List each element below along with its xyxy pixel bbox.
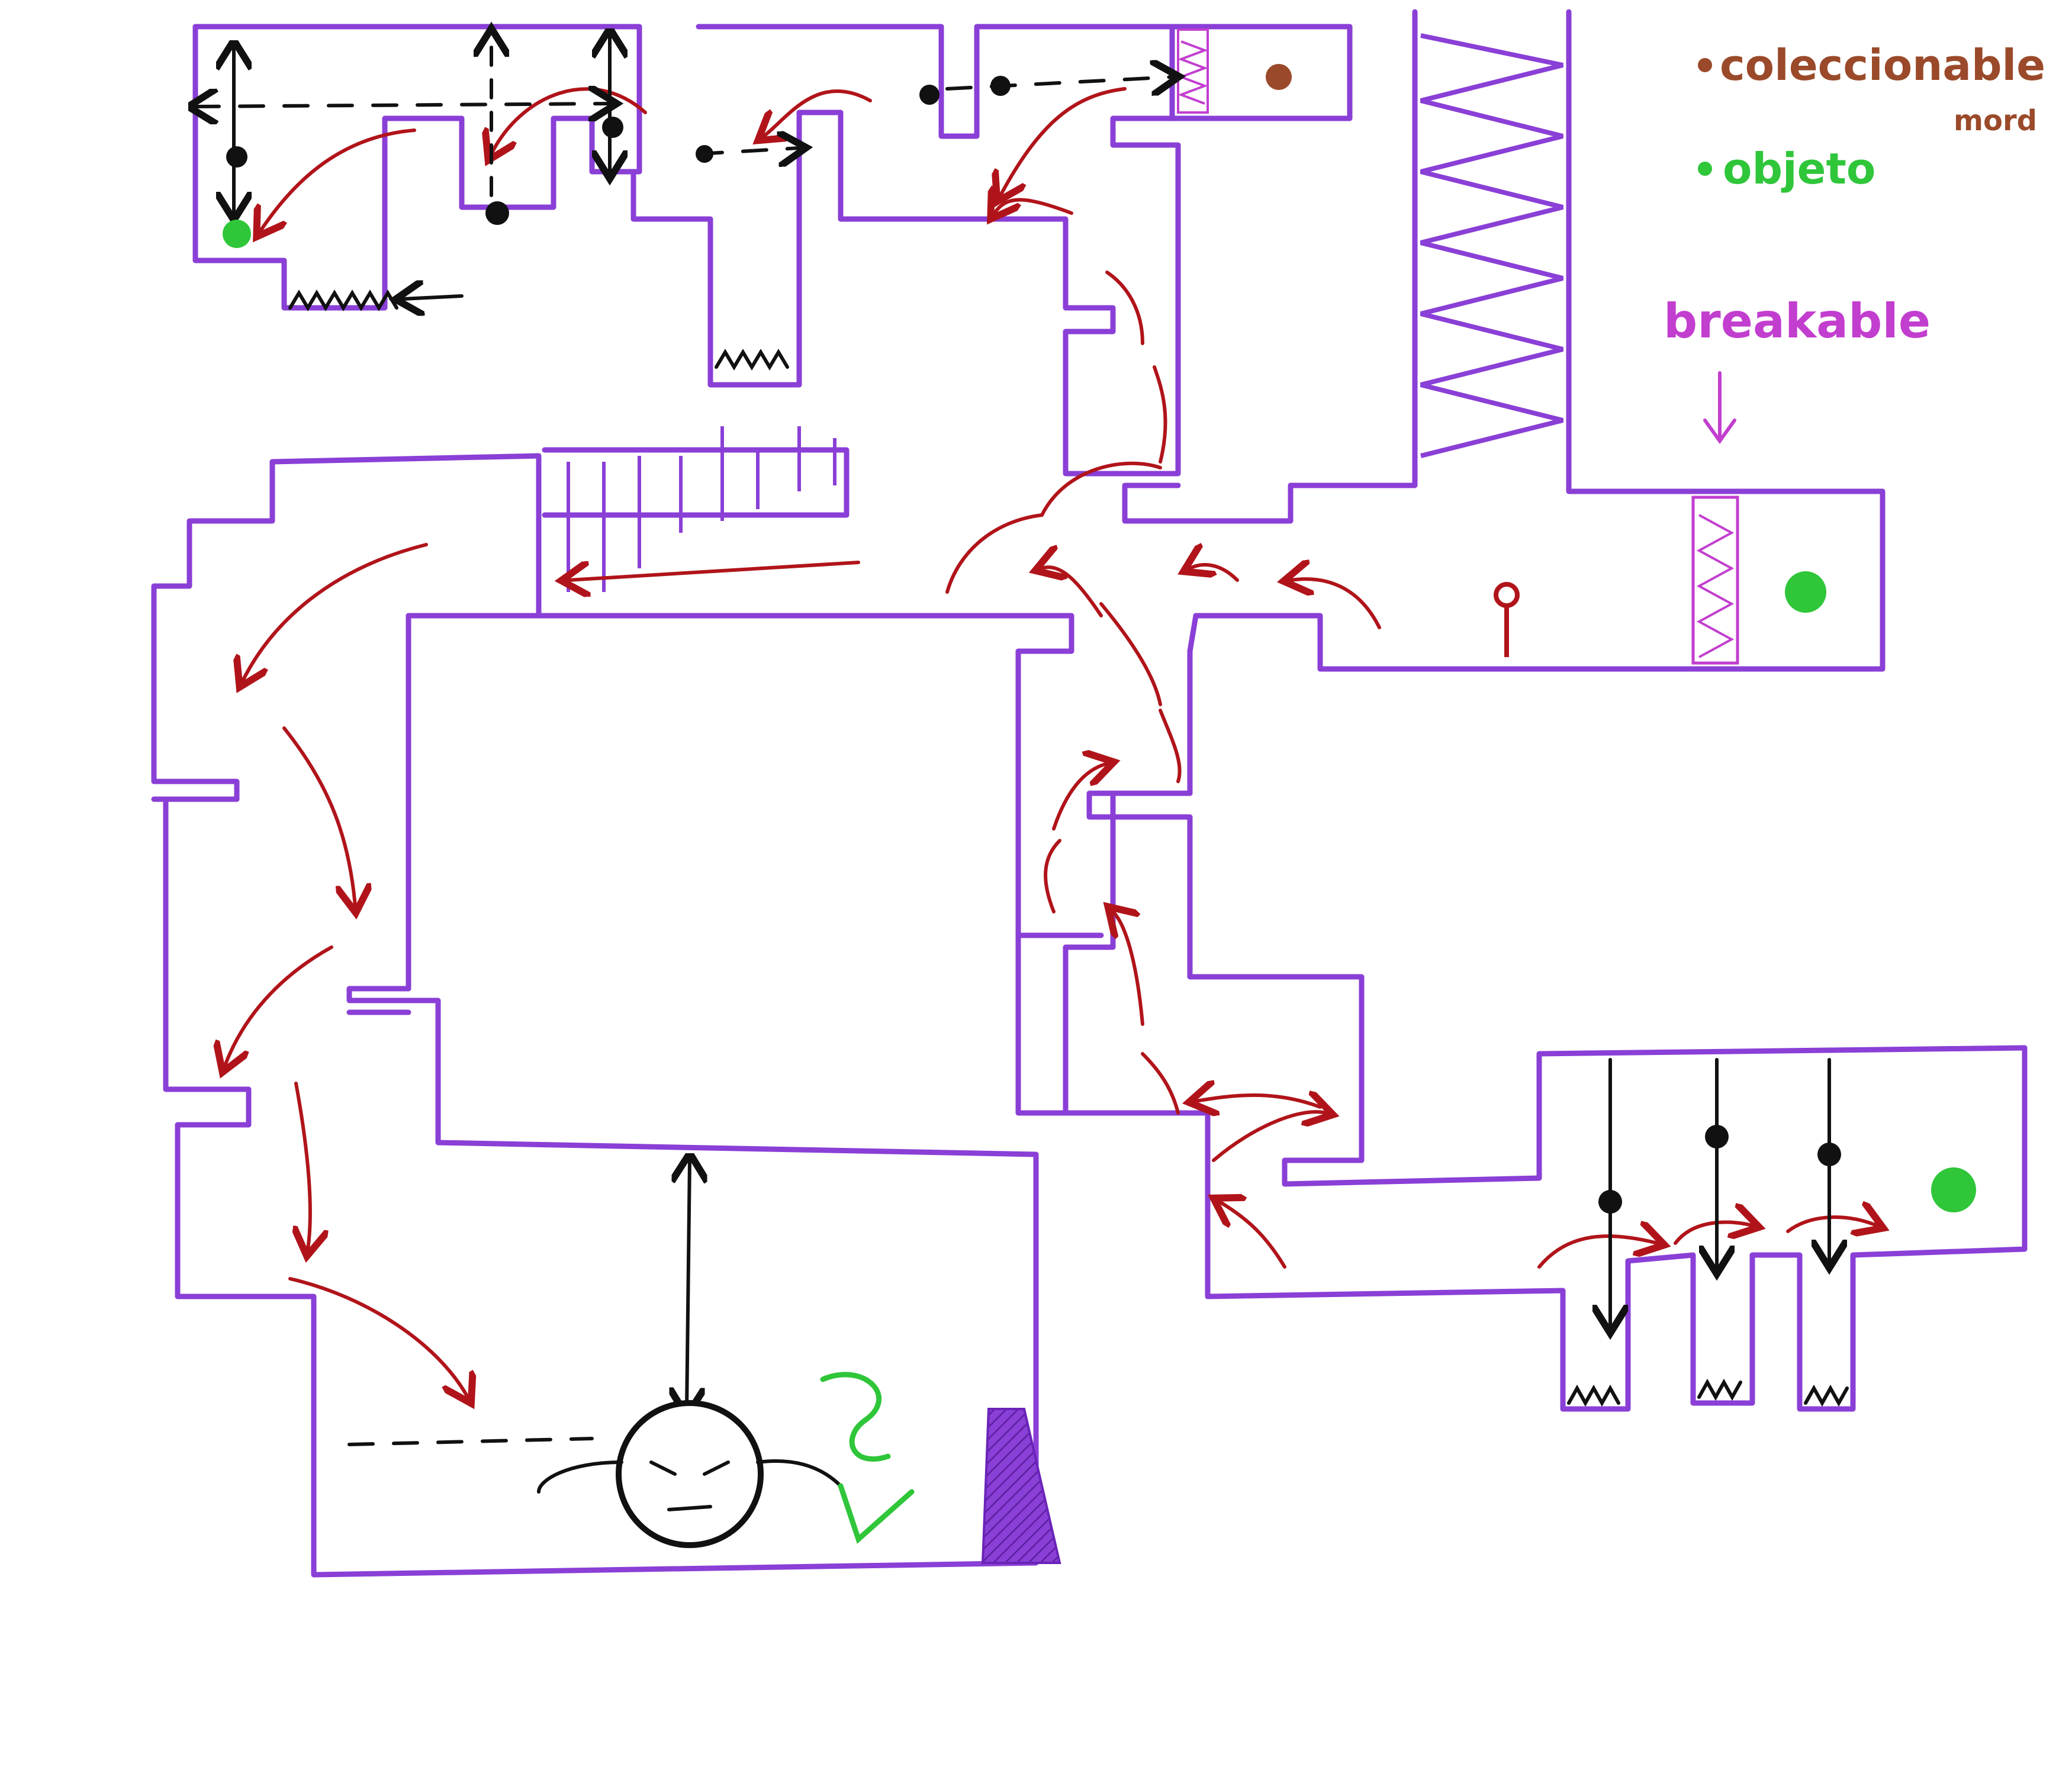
legend-object-label: objeto — [1723, 144, 1875, 194]
spider-icon — [226, 146, 247, 168]
spider-icon — [990, 76, 1011, 96]
enemies — [226, 76, 1841, 1214]
lever-icon[interactable] — [1496, 584, 1517, 657]
green-dot-icon[interactable] — [1785, 571, 1826, 613]
spider-icon — [602, 117, 623, 138]
spider-icon — [485, 201, 509, 225]
boss-face-icon — [539, 1403, 841, 1545]
spider-icon — [1598, 1190, 1622, 1214]
legend-collectible-subtext: mord — [1954, 104, 2037, 137]
breakable-zigzag-top — [1181, 41, 1205, 104]
spike-icon — [1699, 1382, 1740, 1397]
enemy-paths — [195, 36, 1829, 1444]
room-right-chain — [1018, 793, 2025, 1409]
hatched-door[interactable] — [983, 1409, 1060, 1563]
legend: coleccionable mord objeto breakable — [1664, 40, 2045, 441]
brown-dot-icon[interactable] — [1266, 64, 1292, 90]
spike-icon — [1806, 1388, 1847, 1403]
legend-collectible-label: coleccionable — [1720, 40, 2045, 90]
breakable-zigzag-right — [1699, 515, 1732, 657]
legend-collectible-dot — [1698, 58, 1712, 72]
legend-breakable-label: breakable — [1664, 294, 1931, 349]
legend-object-dot — [1698, 162, 1712, 176]
spike-icon — [1569, 1388, 1619, 1403]
spike-icon — [716, 352, 787, 367]
green-dot-icon[interactable] — [223, 220, 251, 248]
room-top-left — [195, 27, 1350, 474]
spike-icon — [290, 293, 397, 308]
legend-breakable-arrow — [1705, 373, 1735, 441]
breakable-zigzag-shaft — [1421, 36, 1563, 456]
boss-marker-green — [823, 1375, 912, 1539]
spider-icon — [919, 85, 940, 105]
green-dot-icon[interactable] — [1931, 1167, 1976, 1212]
route-arrows — [225, 89, 1877, 1397]
spider-icon — [1705, 1125, 1729, 1148]
spider-icon — [1817, 1143, 1841, 1166]
spider-icon — [696, 145, 713, 163]
